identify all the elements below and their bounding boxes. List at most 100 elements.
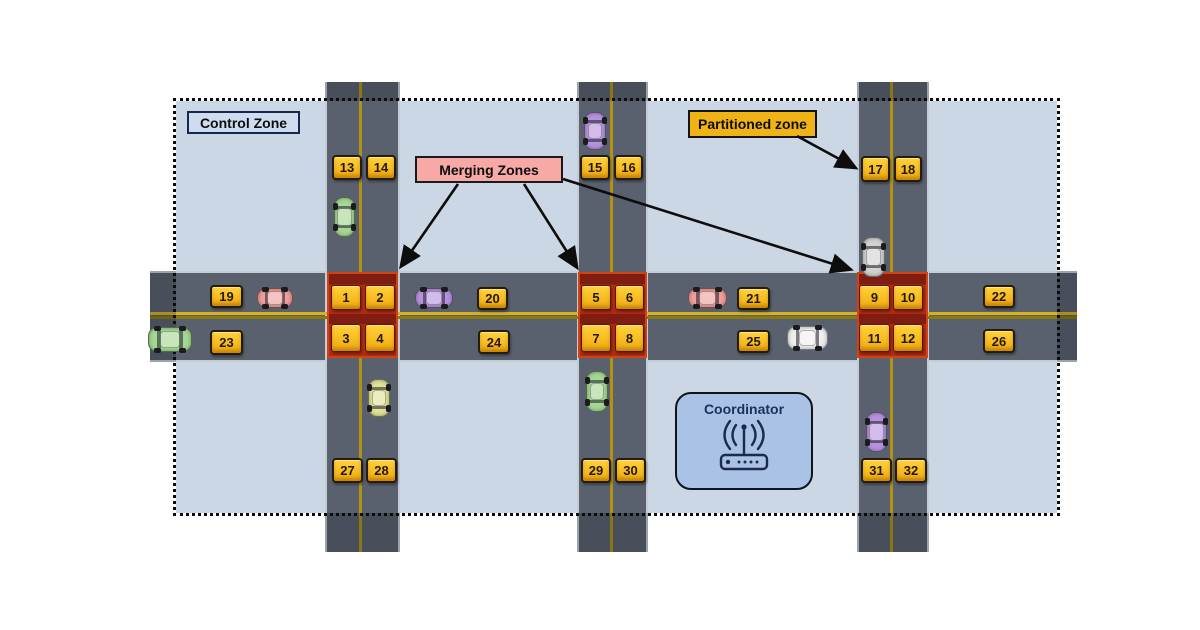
control-zone-label-text: Control Zone — [199, 114, 288, 131]
cell-29: 29 — [581, 458, 611, 483]
car-wheel — [881, 242, 886, 250]
car-window — [264, 290, 268, 306]
car-wheel — [604, 376, 609, 384]
merging-cell-5: 5 — [581, 285, 611, 310]
car-wheel — [602, 137, 607, 145]
control-zone-dotted-border — [173, 98, 1060, 516]
car-window — [586, 120, 604, 124]
cell-17: 17 — [861, 156, 890, 182]
car-window — [795, 328, 800, 348]
merging-cell-4: 4 — [365, 324, 395, 352]
car-window — [588, 399, 606, 404]
road-outside-zone-shade-3 — [325, 82, 400, 101]
car-roof — [698, 291, 717, 305]
car-window — [588, 379, 606, 384]
car-wheel — [883, 417, 888, 425]
green-car-1 — [148, 326, 192, 353]
car-wheel — [262, 304, 270, 309]
cell-19: 19 — [210, 285, 243, 308]
control-zone-label: Control Zone — [187, 111, 300, 134]
road-outside-zone-shade-6 — [325, 513, 400, 552]
car-wheel — [815, 346, 823, 351]
cell-16: 16 — [614, 155, 643, 180]
merging-cell-11: 11 — [859, 324, 890, 352]
car-wheel — [585, 399, 590, 407]
car-roof — [337, 208, 352, 226]
car-wheel — [815, 325, 823, 330]
car-wheel — [154, 348, 162, 353]
red-car-2 — [257, 287, 293, 309]
car-window — [282, 290, 286, 306]
road-outside-zone-shade-8 — [857, 513, 929, 552]
router-icon — [719, 419, 769, 471]
car-window — [336, 225, 353, 229]
merging-cell-1: 1 — [331, 285, 361, 310]
merging-cell-10: 10 — [893, 285, 923, 310]
car-wheel — [583, 117, 588, 125]
cell-24: 24 — [478, 330, 510, 354]
car-window — [586, 138, 604, 142]
car-roof — [589, 382, 605, 401]
car-roof — [371, 389, 387, 407]
coordinator-title: Coordinator — [703, 401, 785, 417]
car-wheel — [792, 325, 800, 330]
car-window — [868, 440, 885, 444]
yellow-car-7 — [367, 379, 391, 417]
merging-cell-9: 9 — [859, 285, 890, 310]
car-wheel — [351, 202, 356, 210]
purple-car-3 — [415, 287, 453, 309]
car-roof — [865, 248, 882, 266]
car-wheel — [792, 346, 800, 351]
car-wheel — [865, 417, 870, 425]
road-outside-zone-shade-7 — [577, 513, 648, 552]
car-wheel — [604, 399, 609, 407]
car-wheel — [861, 242, 866, 250]
road-outside-zone-shade-2 — [1057, 271, 1077, 362]
car-roof — [267, 291, 283, 305]
green-car-6 — [333, 197, 356, 237]
car-wheel — [585, 376, 590, 384]
car-wheel — [386, 384, 391, 392]
car-wheel — [440, 304, 448, 309]
cell-25: 25 — [737, 330, 770, 353]
car-wheel — [714, 287, 722, 292]
cell-23: 23 — [210, 330, 243, 355]
car-window — [370, 405, 388, 409]
cell-22: 22 — [983, 285, 1015, 308]
car-wheel — [178, 326, 186, 331]
car-wheel — [333, 224, 338, 232]
car-window — [864, 245, 883, 249]
cell-32: 32 — [895, 458, 927, 483]
car-wheel — [420, 304, 428, 309]
green-car-9 — [585, 371, 609, 412]
purple-car-8 — [583, 112, 607, 150]
cell-28: 28 — [366, 458, 397, 483]
purple-car-11 — [865, 412, 888, 452]
cell-30: 30 — [615, 458, 646, 483]
car-wheel — [714, 304, 722, 309]
merging-cell-8: 8 — [615, 324, 644, 352]
car-window — [715, 290, 719, 306]
partitioned-zone-label-text: Partitioned zone — [698, 116, 807, 132]
car-wheel — [420, 287, 428, 292]
road-outside-zone-shade-5 — [857, 82, 929, 101]
car-wheel — [881, 264, 886, 272]
car-window — [178, 330, 183, 349]
car-roof — [425, 291, 443, 305]
car-wheel — [367, 384, 372, 392]
red-car-4 — [688, 287, 727, 309]
car-wheel — [693, 304, 701, 309]
cell-31: 31 — [861, 458, 892, 483]
merging-zones-label: Merging Zones — [415, 156, 563, 183]
car-wheel — [602, 117, 607, 125]
cell-21: 21 — [737, 287, 770, 310]
car-wheel — [440, 287, 448, 292]
cell-15: 15 — [580, 155, 610, 180]
car-wheel — [583, 137, 588, 145]
partitioned-zone-label: Partitioned zone — [688, 110, 817, 138]
car-window — [157, 330, 162, 349]
car-wheel — [883, 439, 888, 447]
cell-26: 26 — [983, 329, 1015, 353]
car-window — [864, 265, 883, 269]
car-wheel — [154, 326, 162, 331]
